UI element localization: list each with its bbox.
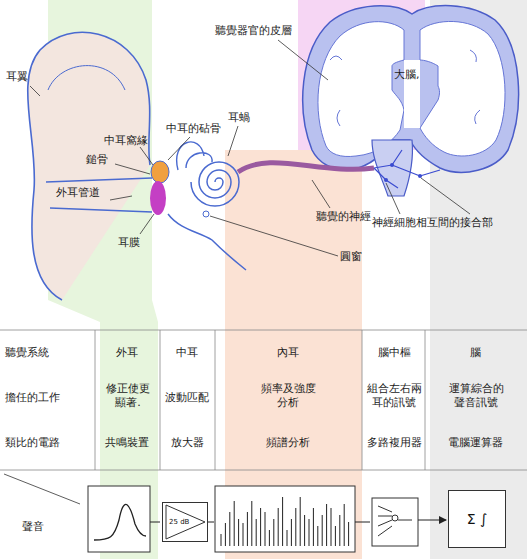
eardrum	[150, 181, 166, 215]
spectrum-bar	[265, 512, 266, 546]
spectrum-bar	[300, 497, 301, 546]
corner-diagonal	[4, 474, 80, 504]
input-label: 聲音	[22, 520, 44, 534]
part-label: 聽覺器官的皮層	[215, 24, 292, 38]
computer-box: Σ ∫	[448, 490, 506, 548]
multiplexer-switch	[392, 515, 398, 521]
table-cell: 腦中樞	[364, 346, 424, 360]
spectrum-bar	[234, 501, 235, 546]
amplifier-box: 25 dB	[162, 502, 208, 542]
brainstem	[372, 140, 413, 196]
amplifier-symbol	[166, 505, 205, 539]
table-cell: 修正使更顯著.	[103, 382, 153, 410]
part-label: 圓窗	[340, 250, 362, 264]
auditory-nerve	[238, 163, 374, 172]
part-label: 外耳管道	[56, 186, 100, 200]
spectrum-bar	[313, 508, 314, 546]
right-white-matter	[420, 21, 505, 156]
table-cell: 類比的電路	[5, 436, 60, 450]
table-cell: 共鳴裝置	[97, 436, 157, 450]
spectrum-bar	[309, 519, 310, 546]
spectrum-bar	[251, 501, 252, 546]
part-label: 中耳的砧骨	[166, 122, 221, 136]
part-label: 耳蝸	[228, 111, 250, 125]
gain-label: 25 dB	[169, 518, 189, 526]
spectrum-bar	[225, 523, 226, 546]
ossicles	[151, 161, 169, 183]
table-cell: 多路複用器	[364, 436, 424, 450]
spectrum-bar	[339, 515, 340, 546]
spectrum-bar	[247, 512, 248, 546]
table-cell: 電腦運算器	[427, 436, 523, 450]
spectrum-bar	[348, 522, 349, 546]
cochlea	[191, 162, 239, 206]
table-cell: 波動匹配	[162, 391, 212, 405]
spectrum-bar	[221, 534, 222, 546]
table-cell: 腦	[427, 346, 523, 360]
resonator-box	[88, 486, 150, 552]
spectrum-bar	[335, 526, 336, 546]
pinna-fold	[48, 66, 125, 90]
synapse-dot	[390, 163, 394, 167]
box-border	[163, 503, 208, 542]
part-label: 耳翼	[6, 70, 28, 84]
table-cell: 放大器	[162, 436, 212, 450]
spectrum-bar	[282, 497, 283, 546]
left-white-matter	[318, 22, 404, 157]
part-label: 耳膜	[118, 236, 140, 250]
spectrum-bar	[278, 508, 279, 546]
spectrum-bar	[273, 519, 274, 546]
synapse-dot	[418, 174, 422, 178]
resonance-curve	[94, 504, 146, 540]
round-window	[203, 211, 209, 217]
spectrum-bar	[256, 519, 257, 546]
part-label: 中耳窩緣	[104, 134, 148, 148]
multiplexer-symbol	[378, 506, 412, 536]
spectrum-bar	[260, 508, 261, 546]
box-border	[449, 491, 506, 548]
spectrum-bar	[317, 526, 318, 546]
spectrum-bar	[331, 508, 332, 546]
spectrum-bar	[287, 530, 288, 546]
spectrum-bar	[229, 512, 230, 546]
spectrum-bar	[304, 515, 305, 546]
table-lines	[0, 330, 527, 470]
ear-canal	[46, 178, 152, 212]
table-cell: 內耳	[228, 346, 348, 360]
part-label: 大腦,	[394, 68, 420, 82]
part-label: 鎚骨	[86, 153, 108, 167]
brain-folds	[330, 50, 480, 126]
spectrum-bars	[221, 497, 349, 546]
spectrum-box	[215, 486, 355, 552]
spectrum-bar	[291, 519, 292, 546]
operator-symbol: Σ ∫	[467, 511, 488, 527]
spectrum-bar	[326, 504, 327, 546]
table-cell: 擔任的工作	[5, 391, 60, 405]
synapse-dot	[384, 178, 388, 182]
spectrum-bar	[295, 508, 296, 546]
table-cell: 組合左右兩耳的訊號	[364, 382, 424, 410]
table-cell: 外耳	[97, 346, 157, 360]
part-label: 聽覺的神經	[316, 210, 371, 224]
spectrum-bar	[238, 519, 239, 546]
multiplexer-box	[372, 498, 418, 546]
table-cell: 中耳	[162, 346, 212, 360]
pinna	[28, 32, 150, 300]
table-cell: 頻率及強度分析	[258, 382, 318, 410]
table-cell: 頻譜分析	[228, 436, 348, 450]
spectrum-bar	[243, 523, 244, 546]
spectrum-bar	[344, 504, 345, 546]
part-label: 神經細胞相互間的接合部	[372, 216, 493, 230]
synapse-lines	[374, 150, 440, 188]
table-cell: 運算綜合的聲音訊號	[446, 382, 506, 410]
spectrum-bar	[269, 530, 270, 546]
eustachian-tube	[168, 214, 246, 270]
spectrum-bar	[322, 515, 323, 546]
table-cell: 聽覺系統	[5, 346, 49, 360]
